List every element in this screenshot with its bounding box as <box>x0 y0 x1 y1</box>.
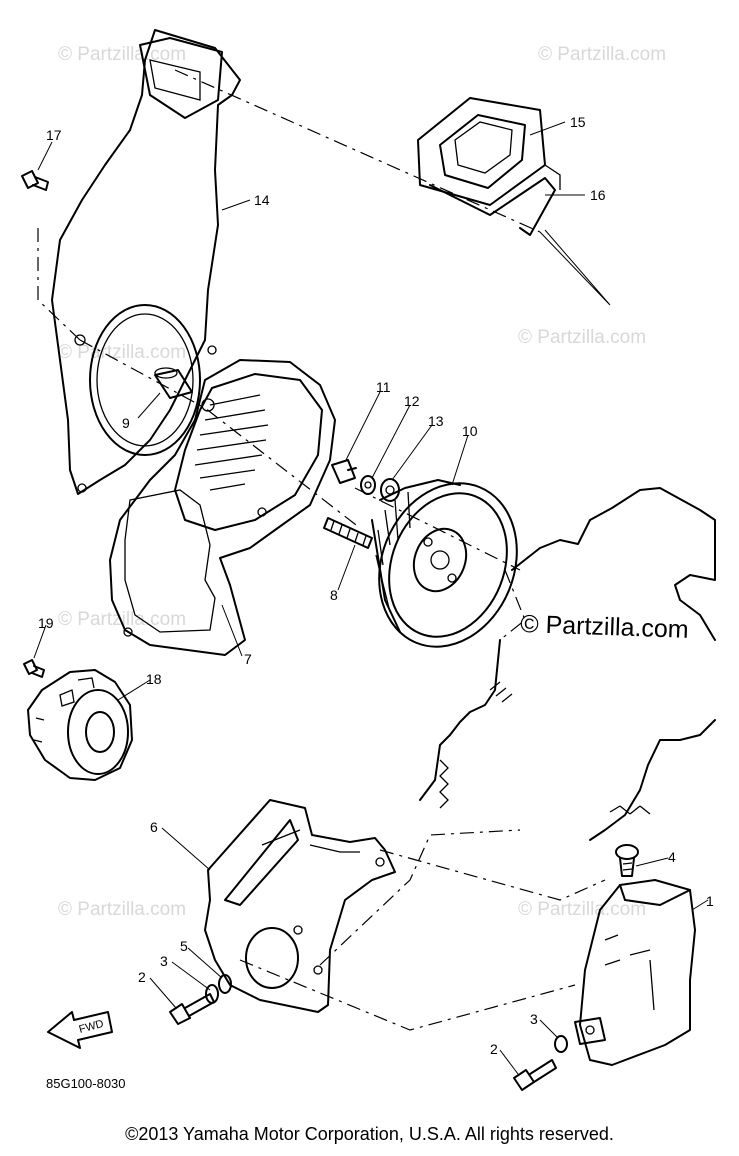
pulser-cover <box>27 669 133 781</box>
leader-line <box>691 899 709 911</box>
screw-left <box>23 659 45 678</box>
callout-18: 18 <box>146 671 162 687</box>
partzilla-watermark: © Partzilla.com <box>520 610 689 644</box>
watermark: © Partzilla.com <box>538 44 666 65</box>
leader-line <box>149 977 177 1009</box>
callout-10: 10 <box>462 423 478 439</box>
callout-13: 13 <box>428 413 444 429</box>
callout-2: 2 <box>138 969 146 985</box>
assembly-line <box>37 228 81 341</box>
callout-2: 2 <box>490 1041 498 1057</box>
flywheel <box>371 479 518 648</box>
fwd-label: FWD <box>78 1018 105 1036</box>
assembly-line <box>379 849 606 901</box>
callout-7: 7 <box>244 651 252 667</box>
callout-3: 3 <box>530 1011 538 1027</box>
watermark: © Partzilla.com <box>58 342 186 363</box>
stud-bolt <box>323 517 373 549</box>
callout-3: 3 <box>160 953 168 969</box>
callout-9: 9 <box>122 415 130 431</box>
bolt-left <box>169 974 232 1025</box>
leader-line <box>391 424 433 481</box>
callout-8: 8 <box>330 587 338 603</box>
watermark: © Partzilla.com <box>58 899 186 920</box>
collar <box>154 367 193 399</box>
leader-line <box>117 679 151 701</box>
assembly-line <box>239 959 576 1031</box>
bolt-washer-set <box>331 459 400 502</box>
leader-line <box>171 961 211 991</box>
fwd-arrow: FWD <box>47 1011 113 1049</box>
watermark: © Partzilla.com <box>58 609 186 630</box>
leader-line <box>161 827 211 871</box>
callout-16: 16 <box>590 187 606 203</box>
assembly-line <box>319 829 521 966</box>
engine-outline <box>419 487 716 841</box>
callout-12: 12 <box>404 393 420 409</box>
assembly-line <box>79 339 361 529</box>
leader-line <box>635 857 669 867</box>
leader-line <box>37 141 53 171</box>
leader-line <box>371 404 411 479</box>
callout-14: 14 <box>254 192 270 208</box>
fan-shroud-duct <box>51 29 241 495</box>
leader-line <box>337 544 356 591</box>
watermark: © Partzilla.com <box>518 899 646 920</box>
fan-housing <box>109 359 336 656</box>
copyright-notice: ©2013 Yamaha Motor Corporation, U.S.A. A… <box>125 1124 614 1144</box>
watermark: © Partzilla.com <box>518 327 646 348</box>
leader-line <box>33 624 47 659</box>
leader-line <box>187 947 223 979</box>
leader-line <box>451 434 469 486</box>
callout-11: 11 <box>376 379 391 395</box>
engine-teeth <box>439 681 651 815</box>
callout-1: 1 <box>706 893 714 909</box>
leader-line <box>221 199 251 211</box>
duct-seal-bracket <box>417 97 561 236</box>
diagram-code: 85G100-8030 <box>46 1076 126 1091</box>
leader-line <box>539 229 611 306</box>
callout-19: 19 <box>38 615 54 631</box>
leader-line <box>529 121 566 136</box>
bolt-right <box>513 1035 568 1091</box>
grommet-bolt <box>615 844 639 877</box>
callout-6: 6 <box>150 819 158 835</box>
watermark: © Partzilla.com <box>58 44 186 65</box>
leader-line <box>345 391 381 461</box>
screw-top <box>21 170 49 191</box>
leader-line <box>137 392 161 419</box>
leader-line <box>539 1019 559 1039</box>
callout-15: 15 <box>570 114 586 130</box>
electrical-box <box>574 879 696 1066</box>
leader-line <box>221 604 243 657</box>
leader-line <box>499 1049 519 1075</box>
assembly-line <box>174 69 541 233</box>
callout-17: 17 <box>46 127 62 143</box>
callout-4: 4 <box>668 849 676 865</box>
callout-5: 5 <box>180 938 188 954</box>
bracket-plate <box>204 799 396 1013</box>
